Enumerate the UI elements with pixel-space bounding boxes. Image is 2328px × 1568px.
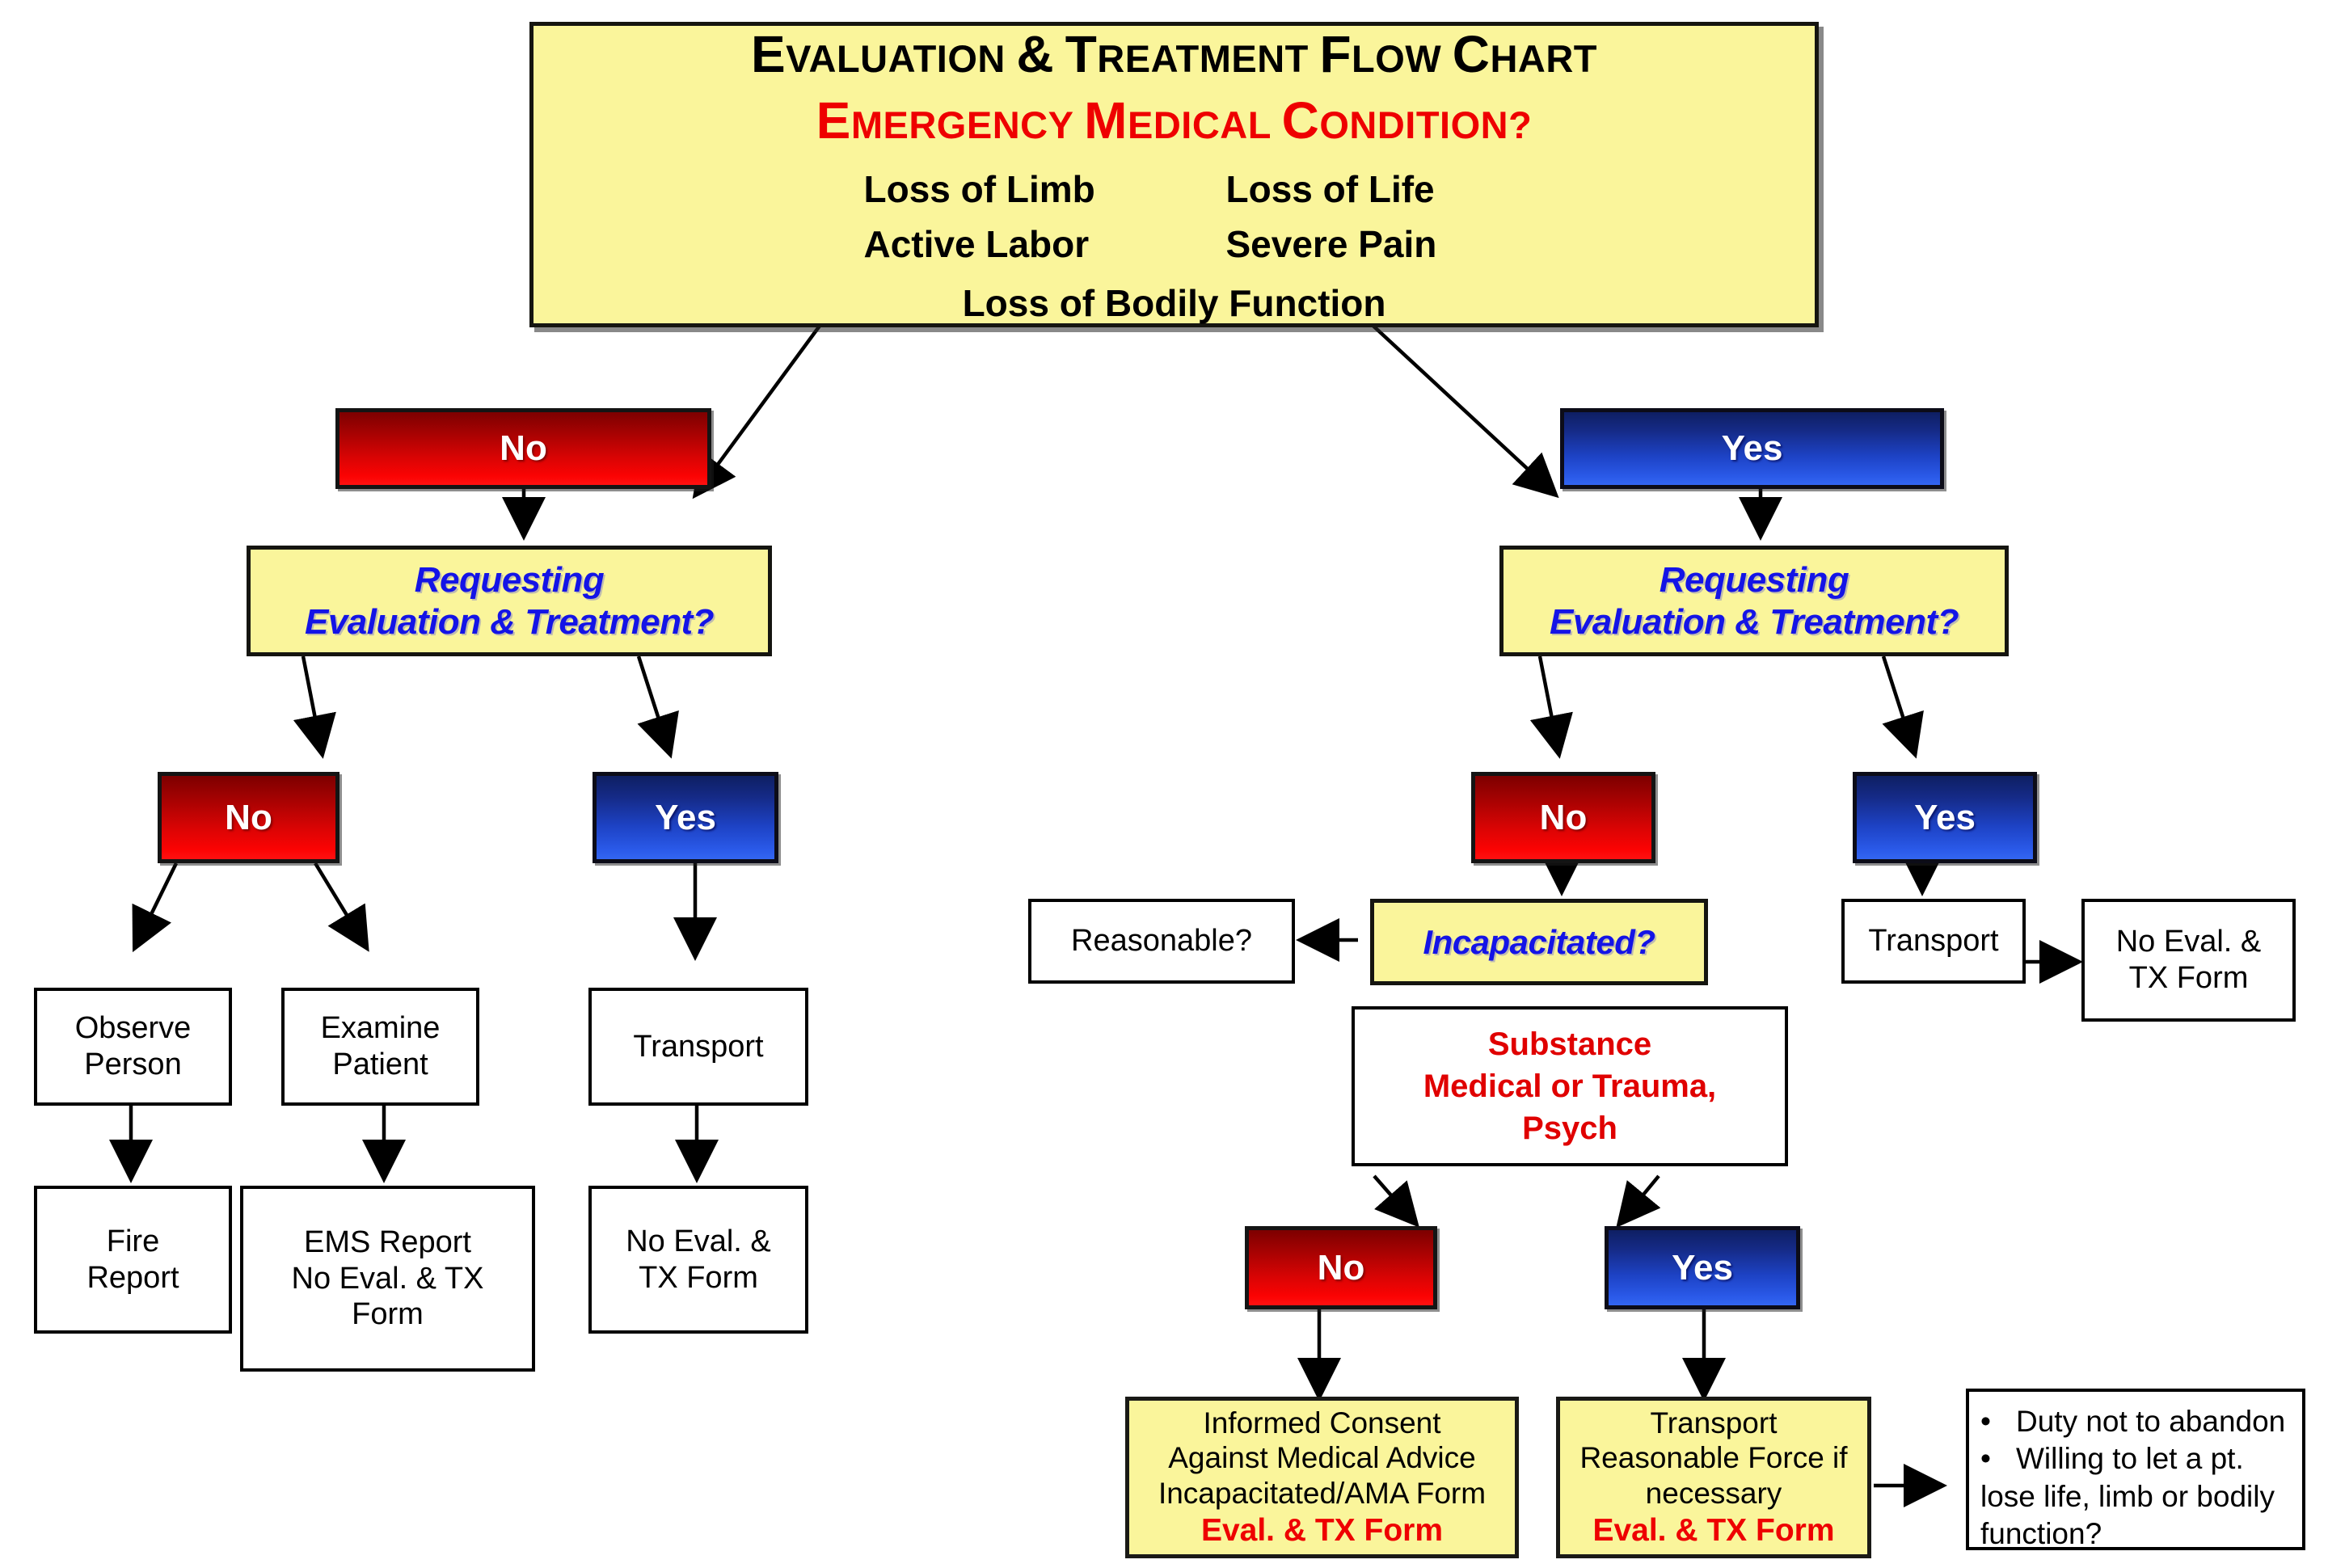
criteria-column-right: Loss of Life Severe Pain — [1226, 167, 1485, 267]
observe-line1: Observe — [74, 1011, 192, 1046]
substance-line1: Substance — [1487, 1026, 1652, 1062]
edge-left-no-to-examine — [314, 862, 369, 952]
examine-line2: Patient — [332, 1047, 428, 1081]
examine-line1: Examine — [320, 1011, 441, 1046]
right-sub-answer-no[interactable]: No — [1471, 772, 1655, 863]
left-observe-person-box[interactable]: Observe Person — [34, 988, 232, 1106]
edge-left-no-to-observe — [132, 862, 179, 953]
criterion-loss-of-limb: Loss of Limb — [863, 168, 1095, 211]
title-box: EVALUATION & TREATMENT FLOW CHART EMERGE… — [529, 22, 1819, 327]
left-examine-patient-box[interactable]: Examine Patient — [281, 988, 479, 1106]
note-bullet-1-row: • Duty not to abandon — [1980, 1403, 2294, 1440]
criteria-column-left: Loss of Limb Active Labor — [864, 167, 1131, 267]
note-bullet-2-row: • Willing to let a pt. — [1980, 1440, 2294, 1477]
note-bullet-2: Willing to let a pt. — [2016, 1442, 2244, 1476]
ems-report-line3: Form — [352, 1297, 424, 1332]
informed-consent-box[interactable]: Informed Consent Against Medical Advice … — [1125, 1397, 1519, 1558]
transport-eval-tx-form: Eval. & TX Form — [1592, 1513, 1835, 1549]
note-bullet-2-cont1: lose life, limb or bodily — [1980, 1479, 2275, 1513]
bottom-answer-no-label: No — [1317, 1247, 1365, 1288]
reasonable-box[interactable]: Reasonable? — [1028, 899, 1295, 984]
ems-report-line2: No Eval. & TX — [291, 1261, 484, 1296]
left-no-eval-form-box[interactable]: No Eval. & TX Form — [588, 1186, 808, 1334]
substance-box[interactable]: Substance Medical or Trauma, Psych — [1352, 1006, 1788, 1166]
incapacitated-box[interactable]: Incapacitated? — [1370, 899, 1708, 985]
chart-title: EVALUATION & TREATMENT FLOW CHART — [750, 25, 1597, 84]
consent-line1: Informed Consent — [1203, 1406, 1441, 1439]
right-noeval-line1: No Eval. & — [2115, 925, 2262, 959]
edge-title-to-yes — [1364, 318, 1559, 499]
duty-note-box[interactable]: • Duty not to abandon • Willing to let a p… — [1966, 1389, 2305, 1550]
right-answer-yes-label: Yes — [1721, 428, 1783, 469]
transport-force-line1: Transport — [1650, 1406, 1778, 1439]
observe-line2: Person — [84, 1047, 182, 1081]
bottom-answer-no[interactable]: No — [1245, 1226, 1437, 1309]
edge-substance-to-no — [1373, 1174, 1419, 1228]
right-sub-answer-no-label: No — [1539, 797, 1588, 837]
transport-force-line3: necessary — [1645, 1476, 1782, 1510]
criterion-loss-of-life: Loss of Life — [1225, 168, 1435, 211]
edge-left-decision-to-yes — [636, 655, 679, 759]
right-transport-box[interactable]: Transport — [1841, 899, 2026, 984]
consent-line3: Incapacitated/AMA Form — [1158, 1476, 1487, 1510]
left-decision-line2: Evaluation & Treatment? — [304, 601, 715, 642]
bottom-answer-yes-label: Yes — [1672, 1247, 1733, 1288]
bullet-glyph-1: • — [1980, 1405, 1991, 1438]
substance-line3: Psych — [1522, 1111, 1617, 1146]
left-sub-answer-yes[interactable]: Yes — [593, 772, 778, 863]
left-fire-report-box[interactable]: Fire Report — [34, 1186, 232, 1334]
note-bullet-2-cont2: function? — [1980, 1516, 2102, 1550]
bullet-glyph-2: • — [1980, 1442, 1991, 1476]
consent-line2: Against Medical Advice — [1168, 1441, 1476, 1475]
left-transport-label: Transport — [633, 1029, 764, 1064]
left-sub-answer-no[interactable]: No — [158, 772, 340, 863]
fire-report-line1: Fire — [106, 1224, 160, 1258]
edge-right-decision-to-yes — [1881, 655, 1924, 759]
right-sub-answer-yes[interactable]: Yes — [1853, 772, 2037, 863]
left-sub-answer-no-label: No — [225, 797, 272, 837]
edge-right-decision-to-no — [1529, 655, 1573, 759]
transport-force-line2: Reasonable Force if — [1579, 1441, 1848, 1475]
criterion-severe-pain: Severe Pain — [1225, 223, 1437, 266]
criteria-grid: Loss of Limb Active Labor Loss of Life S… — [864, 167, 1485, 267]
right-noeval-line2: TX Form — [2128, 961, 2249, 995]
note-bullet-1: Duty not to abandon — [2016, 1405, 2286, 1438]
right-sub-answer-yes-label: Yes — [1914, 797, 1976, 837]
edge-left-decision-to-no — [293, 655, 336, 759]
incapacitated-label: Incapacitated? — [1423, 922, 1655, 961]
consent-eval-tx-form: Eval. & TX Form — [1200, 1513, 1444, 1549]
left-ems-report-box[interactable]: EMS Report No Eval. & TX Form — [240, 1186, 535, 1372]
right-answer-yes[interactable]: Yes — [1560, 408, 1944, 489]
right-decision-requesting[interactable]: Requesting Evaluation & Treatment? — [1499, 546, 2009, 656]
left-sub-answer-yes-label: Yes — [655, 797, 716, 837]
reasonable-label: Reasonable? — [1071, 924, 1252, 959]
edge-title-to-no — [692, 318, 826, 499]
left-decision-requesting[interactable]: Requesting Evaluation & Treatment? — [247, 546, 772, 656]
left-decision-line1: Requesting — [414, 559, 605, 600]
right-decision-line1: Requesting — [1659, 559, 1849, 600]
left-noeval-line2: TX Form — [639, 1260, 758, 1295]
criterion-loss-of-bodily-function: Loss of Bodily Function — [962, 281, 1386, 324]
substance-line2: Medical or Trauma, — [1423, 1069, 1717, 1104]
right-transport-label: Transport — [1868, 924, 1999, 959]
left-answer-no-label: No — [500, 428, 547, 469]
right-no-eval-form-box[interactable]: No Eval. & TX Form — [2081, 899, 2296, 1022]
left-noeval-line1: No Eval. & — [626, 1224, 771, 1258]
edge-substance-to-yes — [1616, 1174, 1661, 1228]
bottom-answer-yes[interactable]: Yes — [1605, 1226, 1800, 1309]
transport-force-box[interactable]: Transport Reasonable Force if necessary … — [1556, 1397, 1871, 1558]
criterion-active-labor: Active Labor — [863, 223, 1090, 266]
left-transport-box[interactable]: Transport — [588, 988, 808, 1106]
right-decision-line2: Evaluation & Treatment? — [1549, 601, 1959, 642]
chart-subtitle: EMERGENCY MEDICAL CONDITION? — [816, 91, 1533, 150]
left-answer-no[interactable]: No — [335, 408, 711, 489]
ems-report-line1: EMS Report — [304, 1224, 471, 1259]
fire-report-line2: Report — [86, 1260, 179, 1295]
